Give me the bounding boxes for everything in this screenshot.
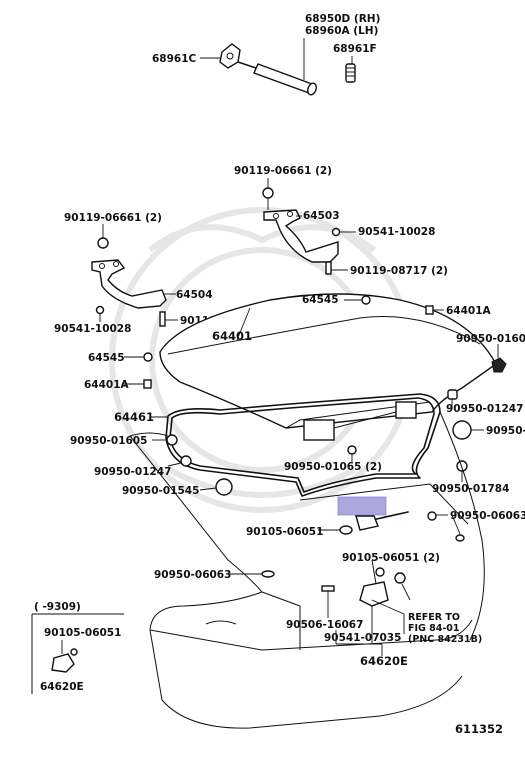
label-90950-01545-right: 90950-01545: [486, 425, 525, 437]
plug-90950-01784[interactable]: [456, 460, 468, 482]
clip-64401a-right[interactable]: [425, 305, 444, 315]
label-90950-06063-right: 90950-06063: [450, 510, 525, 522]
bumper-64545-left[interactable]: [124, 352, 153, 362]
label-64461: 64461: [114, 410, 154, 424]
label-64545-left: 64545: [88, 352, 125, 364]
plug-90950-06063-right[interactable]: [451, 514, 465, 542]
label-64401a-right: 64401A: [446, 305, 492, 317]
label-90950-06063-left: 90950-06063: [154, 569, 231, 581]
label-64503: 64503: [303, 210, 340, 222]
ball-stud-68961f[interactable]: [345, 56, 356, 83]
label-68961c: 68961C: [152, 53, 197, 65]
plug-90950-01605-left[interactable]: [152, 434, 178, 446]
plug-90950-01545-right[interactable]: [452, 420, 484, 440]
car-body-outline: [129, 411, 485, 729]
bumper-64545-right[interactable]: [344, 295, 371, 305]
highlighted-part[interactable]: [337, 496, 387, 516]
label-90541-07035: 90541-07035: [324, 632, 401, 644]
hinge-64504[interactable]: [91, 224, 178, 327]
inset-64620e-label: 64620E: [40, 681, 84, 693]
inset-box: [31, 613, 124, 694]
label-90950-01065: 90950-01065 (2): [284, 461, 382, 473]
hinge-64503[interactable]: [262, 178, 356, 275]
label-90950-01605-left: 90950-01605: [70, 435, 147, 447]
label-90950-01605-right: 90950-01605: [456, 333, 525, 345]
refer-text-line3: (PNC 84231B): [408, 634, 482, 645]
label-68961f: 68961F: [333, 43, 377, 55]
label-68960a: 68960A (LH): [305, 25, 378, 37]
label-90950-01784: 90950-01784: [432, 483, 509, 495]
plug-90950-01247-right[interactable]: [447, 389, 458, 408]
refer-text-line2: FIG 84-01: [408, 623, 460, 634]
refer-text-line1: REFER TO: [408, 612, 460, 623]
label-90950-01545-left: 90950-01545: [122, 485, 199, 497]
plug-90950-06063-left[interactable]: [230, 570, 275, 578]
plug-90950-01605-right[interactable]: [491, 344, 507, 373]
label-90506-16067: 90506-16067: [286, 619, 363, 631]
label-68950d: 68950D (RH): [305, 13, 380, 25]
gas-strut-68950d[interactable]: [219, 38, 318, 96]
label-64401: 64401: [212, 329, 252, 343]
inset-part-label: 90105-06051: [44, 627, 121, 639]
label-64620e-main: 64620E: [360, 654, 408, 668]
label-90119-06661-left: 90119-06661 (2): [64, 212, 162, 224]
plug-90950-01065[interactable]: [347, 445, 357, 462]
label-90105-06051-b: 90105-06051 (2): [342, 552, 440, 564]
label-90105-06051-a: 90105-06051: [246, 526, 323, 538]
label-90950-01247-right: 90950-01247: [446, 403, 523, 415]
plug-90950-01247-left[interactable]: [167, 455, 192, 467]
plug-90950-01545-left[interactable]: [199, 478, 233, 496]
label-90119-06661-top: 90119-06661 (2): [234, 165, 332, 177]
label-90541-10028-right: 90541-10028: [358, 226, 435, 238]
weatherstrip-64461[interactable]: [150, 393, 441, 497]
figure-number: 611352: [455, 722, 503, 736]
inset-range-label: ( -9309): [34, 601, 81, 613]
label-90950-01247-left: 90950-01247: [94, 466, 171, 478]
label-64545-right: 64545: [302, 294, 339, 306]
label-64504: 64504: [176, 289, 213, 301]
label-90119-08717-right: 90119-08717 (2): [350, 265, 448, 277]
lock-cable-assembly[interactable]: [318, 511, 448, 656]
label-64401a-left: 64401A: [84, 379, 130, 391]
clip-64401a-left[interactable]: [122, 379, 152, 389]
label-90541-10028-left: 90541-10028: [54, 323, 131, 335]
